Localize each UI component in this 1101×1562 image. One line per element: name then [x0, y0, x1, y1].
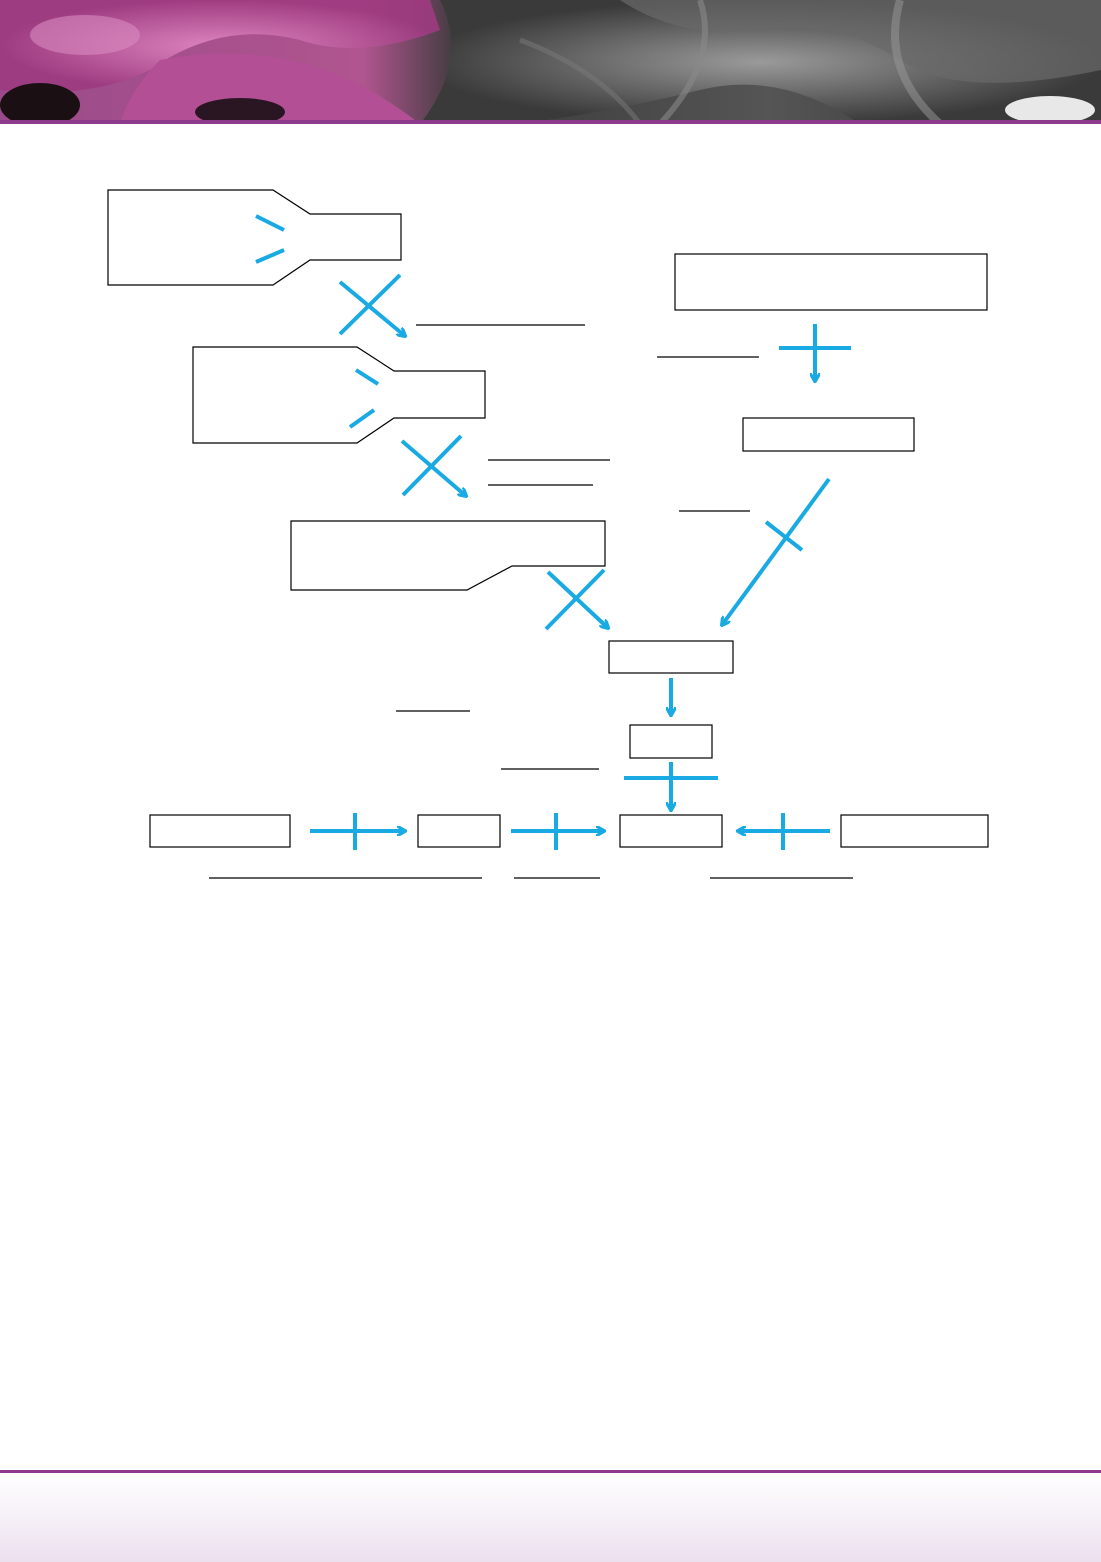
right-source-box	[840, 814, 989, 848]
convergence-box	[608, 640, 734, 674]
blocked-arrow-icon	[779, 324, 851, 381]
banner-image	[0, 0, 1101, 124]
extrinsic-product-box	[742, 417, 915, 452]
footer-band	[0, 1470, 1101, 1562]
product-box	[629, 724, 713, 759]
enzyme-site-mark	[348, 408, 376, 429]
final-box	[619, 814, 723, 848]
left-intermediate-box	[417, 814, 501, 848]
enzyme-site-mark	[354, 368, 380, 386]
blocked-arrow-icon	[400, 434, 466, 496]
enzyme-site-mark	[255, 214, 285, 232]
blocked-arrow-icon	[544, 568, 608, 629]
extrinsic-factor-box	[674, 253, 988, 311]
blocked-arrow-icon	[624, 762, 718, 810]
activation-factor-box-2	[192, 346, 486, 444]
enzyme-site-mark	[255, 248, 285, 264]
blocked-arrow-icon	[511, 813, 604, 850]
activation-factor-box-3	[290, 520, 606, 591]
left-source-box	[149, 814, 291, 848]
activation-factor-box-1	[107, 189, 402, 286]
blocked-arrow-icon	[722, 477, 831, 625]
blocked-arrow-icon	[338, 273, 405, 336]
blocked-arrow-icon	[738, 813, 830, 850]
blocked-arrow-icon	[310, 813, 405, 850]
